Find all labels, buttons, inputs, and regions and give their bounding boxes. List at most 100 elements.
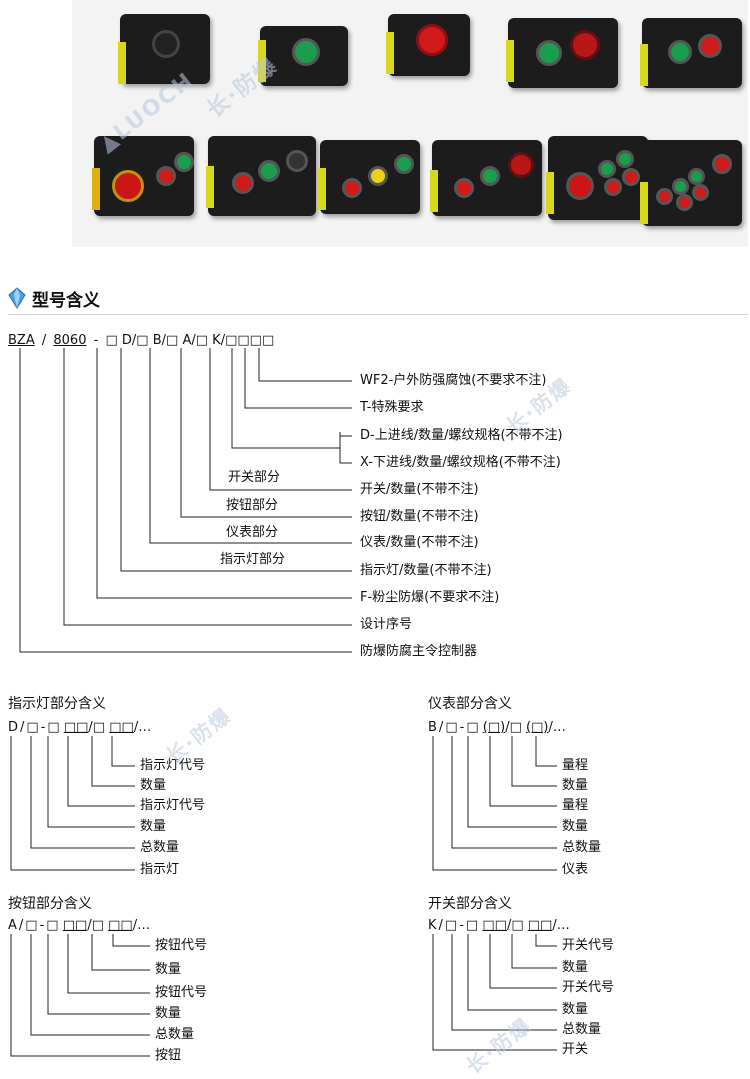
code-char: … — [556, 918, 570, 933]
code-char: / — [438, 720, 444, 735]
sub-item: 数量 — [562, 960, 589, 975]
sub-code-button: A/□-□ □□/□ □□/… — [8, 918, 150, 934]
code-char: … — [552, 720, 566, 735]
code-char: / — [506, 918, 512, 933]
code-char: / — [133, 720, 139, 735]
product-photo — [72, 0, 748, 247]
code-char: □ — [509, 720, 522, 735]
legend-serial: 设计序号 — [360, 617, 413, 632]
sub-item: 数量 — [562, 819, 589, 834]
code-part-t: □ — [249, 333, 262, 348]
sub-item: 数量 — [155, 962, 182, 977]
control-box-1 — [118, 14, 210, 84]
code-part-slash: / — [41, 333, 47, 348]
control-box-3 — [386, 14, 470, 76]
code-part-a: A/□ — [182, 333, 209, 348]
code-char: - — [459, 918, 464, 933]
code-char: □ — [445, 720, 458, 735]
control-box-9 — [430, 140, 542, 216]
control-box-10 — [546, 136, 648, 220]
sub-item: 指示灯代号 — [140, 758, 206, 773]
code-part-dash: - — [93, 333, 99, 348]
legend-x: X-下进线/数量/螺纹规格(不带不注) — [360, 455, 561, 470]
code-part-wf2: □ — [261, 333, 275, 348]
branch-indicator: 指示灯部分 — [220, 552, 286, 567]
sub-code-indicator: D/□-□ □□/□ □□/… — [8, 720, 151, 736]
control-box-11 — [640, 140, 742, 226]
code-char: □ — [26, 720, 39, 735]
sub-item: 开关代号 — [562, 980, 615, 995]
branch-meter: 仪表部分 — [226, 525, 279, 540]
code-char: □ — [47, 720, 60, 735]
sub-item: 总数量 — [140, 840, 180, 855]
code-part-d: D/□ — [121, 333, 149, 348]
code-char: / — [505, 720, 510, 735]
sub-item: 开关代号 — [562, 938, 615, 953]
sub-item: 数量 — [140, 819, 167, 834]
section-divider — [8, 284, 748, 315]
code-part-b: B/□ — [152, 333, 179, 348]
sub-item: 数量 — [562, 1002, 589, 1017]
sub-item: 总数量 — [562, 840, 602, 855]
code-char: / — [548, 720, 553, 735]
main-model-code: BZA / 8060 - □ D/□ B/□ A/□ K/□□□□ — [8, 333, 274, 349]
sub-item: 指示灯代号 — [140, 798, 206, 813]
branch-button: 按钮部分 — [226, 498, 279, 513]
code-char: □□ — [63, 720, 89, 735]
control-box-5 — [640, 18, 742, 88]
control-box-6 — [92, 136, 194, 216]
sub-item: 开关 — [562, 1042, 589, 1057]
sub-item: 数量 — [562, 778, 589, 793]
sub-code-switch: K/□-□ □□/□ □□/… — [428, 918, 570, 934]
legend-product: 防爆防腐主令控制器 — [360, 644, 478, 659]
code-char: □ — [25, 918, 38, 933]
code-char: … — [137, 918, 151, 933]
sub-item: 数量 — [155, 1006, 182, 1021]
code-part-8060: 8060 — [53, 333, 87, 348]
code-char: □ — [46, 918, 59, 933]
legend-t: T-特殊要求 — [360, 400, 424, 415]
legend-meter: 仪表/数量(不带不注) — [360, 535, 479, 550]
code-char: / — [88, 720, 93, 735]
sub-title-meter: 仪表部分含义 — [428, 696, 512, 712]
code-char: D — [8, 720, 19, 735]
sub-item: 指示灯 — [140, 862, 180, 877]
code-char: □ — [466, 720, 479, 735]
sub-code-meter: B/□-□ (□)/□ (□)/… — [428, 720, 566, 736]
sub-title-button: 按钮部分含义 — [8, 896, 92, 912]
code-char: □ — [92, 720, 106, 735]
legend-button: 按钮/数量(不带不注) — [360, 509, 479, 524]
sub-title-indicator: 指示灯部分含义 — [8, 696, 106, 712]
code-char: □ — [444, 918, 458, 933]
sub-title-switch: 开关部分含义 — [428, 896, 512, 912]
code-char: □□ — [527, 918, 553, 933]
sub-item: 量程 — [562, 798, 589, 813]
control-box-7 — [206, 136, 316, 216]
code-char: / — [18, 918, 24, 933]
code-char: □ — [511, 918, 524, 933]
legend-dust: F-粉尘防爆(不要求不注) — [360, 590, 500, 605]
code-char: / — [20, 720, 25, 735]
code-char: - — [459, 720, 465, 735]
code-char: / — [87, 918, 92, 933]
code-char: - — [39, 918, 45, 933]
sub-item: 量程 — [562, 758, 589, 773]
code-char: (□) — [526, 720, 549, 735]
code-char: □□ — [62, 918, 88, 933]
code-char: / — [132, 918, 138, 933]
code-char: (□) — [482, 720, 506, 735]
code-char: B — [428, 720, 437, 735]
code-char: □□ — [482, 918, 507, 933]
sub-item: 按钮代号 — [155, 938, 208, 953]
code-char: □□ — [108, 918, 133, 933]
branch-switch: 开关部分 — [228, 470, 281, 485]
diamond-icon — [8, 287, 26, 309]
sub-item: 仪表 — [562, 862, 589, 877]
code-char: … — [138, 720, 152, 735]
sub-item: 总数量 — [155, 1027, 195, 1042]
code-char: □ — [465, 918, 479, 933]
code-char: / — [552, 918, 557, 933]
control-box-8 — [318, 140, 420, 214]
sub-item: 按钮 — [155, 1048, 182, 1063]
